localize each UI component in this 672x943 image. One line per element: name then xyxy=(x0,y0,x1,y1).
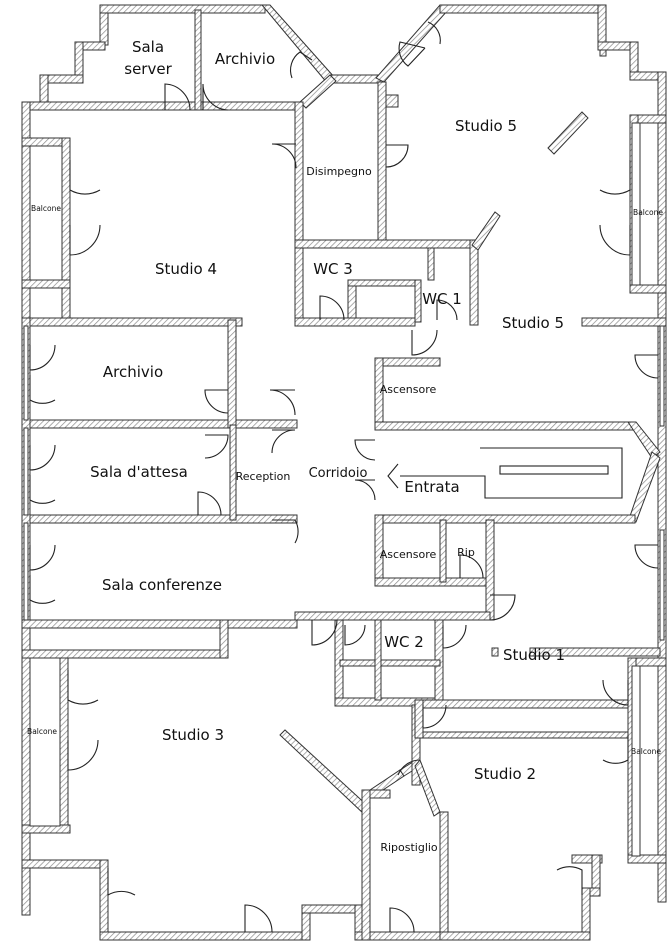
room-label-wc3: WC 3 xyxy=(313,260,353,278)
door-arc xyxy=(459,554,484,579)
room-label-studio2: Studio 2 xyxy=(474,765,536,783)
door-arc xyxy=(244,904,273,933)
door-arc xyxy=(344,624,366,646)
door-arc xyxy=(397,759,421,776)
room-label-ascensore-top: Ascensore xyxy=(380,383,437,396)
door-arc xyxy=(67,739,99,771)
door-arc xyxy=(69,224,101,256)
door-arc xyxy=(489,594,516,621)
door-arc xyxy=(204,434,229,459)
door-arc xyxy=(29,575,56,604)
door-arc xyxy=(599,160,631,195)
room-label-sala-server-2: server xyxy=(124,60,172,78)
room-label-studio3: Studio 3 xyxy=(162,726,224,744)
door-arc xyxy=(29,344,56,371)
doors xyxy=(29,21,659,933)
door-arc xyxy=(398,41,426,67)
door-arc xyxy=(602,679,629,706)
room-label-balcone-left-top: Balcone xyxy=(31,204,61,213)
door-arc xyxy=(319,295,345,321)
door-arc xyxy=(29,444,56,471)
room-label-studio5-mid: Studio 5 xyxy=(502,314,564,332)
room-label-ripostiglio: Ripostiglio xyxy=(380,841,438,854)
room-label-sala-conferenze: Sala conferenze xyxy=(102,576,222,594)
door-arc xyxy=(422,704,447,729)
room-label-reception: Reception xyxy=(236,470,291,483)
room-label-wc2: WC 2 xyxy=(384,633,424,651)
door-arc xyxy=(271,143,297,169)
door-arc xyxy=(29,544,56,571)
room-label-sala-server: Sala xyxy=(132,38,164,56)
room-label-balcone-left-bottom: Balcone xyxy=(27,727,57,736)
door-arc xyxy=(164,83,191,111)
room-label-archivio-left: Archivio xyxy=(103,363,163,381)
door-arc xyxy=(29,475,56,504)
door-arc xyxy=(69,160,101,195)
room-label-ascensore-bottom: Ascensore xyxy=(380,548,437,561)
door-arc xyxy=(311,619,338,646)
door-arc xyxy=(634,544,659,569)
room-label-disimpegno: Disimpegno xyxy=(306,165,372,178)
windows xyxy=(23,122,665,857)
door-arc xyxy=(204,389,229,414)
door-arc xyxy=(602,735,629,764)
door-arc xyxy=(269,389,296,416)
room-label-archivio-top: Archivio xyxy=(215,50,275,68)
door-arc xyxy=(556,866,583,895)
room-label-balcone-right-bottom: Balcone xyxy=(631,747,661,756)
door-arc xyxy=(385,144,409,168)
room-label-corridoio: Corridoio xyxy=(309,466,368,481)
room-labels: Sala server Archivio Studio 5 Disimpegno… xyxy=(27,38,663,854)
door-arc xyxy=(197,491,222,516)
entrance-arrow xyxy=(387,447,623,499)
door-arc xyxy=(354,439,376,461)
room-label-studio1: Studio 1 xyxy=(503,646,565,664)
door-arc xyxy=(354,479,376,501)
room-label-rip: Rip xyxy=(457,546,475,559)
room-label-sala-attesa: Sala d'attesa xyxy=(90,463,188,481)
door-arc xyxy=(442,624,467,649)
room-label-wc1: WC 1 xyxy=(422,290,462,308)
door-arc xyxy=(389,907,415,933)
door-arc xyxy=(411,329,438,356)
door-arc xyxy=(599,224,631,256)
door-arc xyxy=(107,868,136,896)
door-arc xyxy=(436,299,458,321)
door-arc xyxy=(272,519,299,544)
room-label-studio4: Studio 4 xyxy=(155,260,217,278)
room-label-entrata: Entrata xyxy=(404,478,459,496)
door-arc xyxy=(202,83,229,111)
room-label-balcone-right-top: Balcone xyxy=(633,208,663,217)
door-arc xyxy=(634,354,659,379)
door-arc xyxy=(271,429,296,454)
door-arc xyxy=(29,375,56,404)
door-arc xyxy=(289,51,313,79)
door-arc xyxy=(427,21,441,45)
entrance-ramp-bar xyxy=(499,465,609,475)
door-arc xyxy=(67,670,99,705)
room-label-studio5-top: Studio 5 xyxy=(455,117,517,135)
